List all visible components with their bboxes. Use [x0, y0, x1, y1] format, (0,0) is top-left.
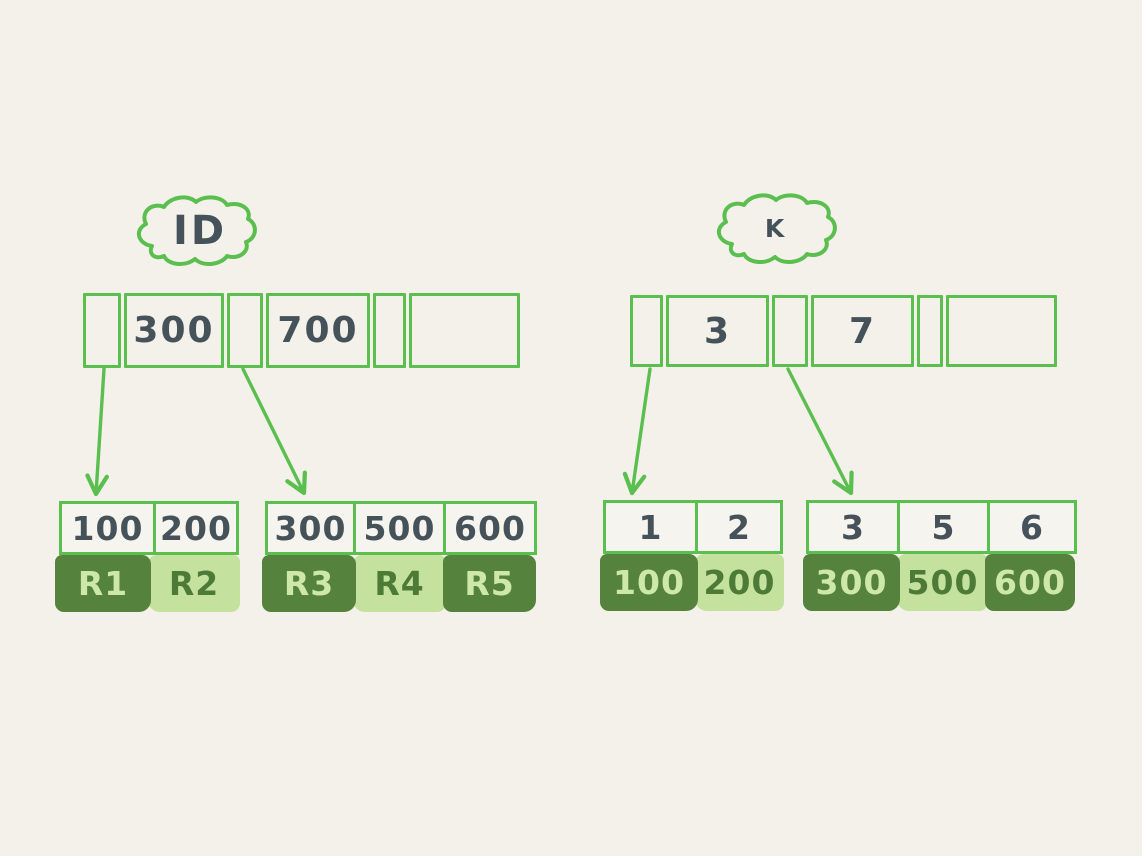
root-cell: [409, 293, 520, 368]
leaf-key-cell: 500: [356, 504, 446, 552]
value-block: 200: [695, 554, 784, 611]
root-cell: [946, 295, 1057, 367]
left-root-node: 300 700: [83, 293, 520, 368]
left-record-row-1: R1 R2: [55, 555, 240, 612]
arrow-left-root-to-leaf1: [85, 367, 109, 497]
leaf-key-cell: 300: [268, 504, 356, 552]
root-cell: 3: [666, 295, 769, 367]
leaf-key-cell: 1: [606, 503, 698, 551]
root-cell: 300: [124, 293, 224, 368]
record-block: R4: [353, 555, 446, 612]
value-block: 600: [985, 554, 1075, 611]
leaf-key-cell: 100: [62, 504, 156, 552]
value-block: 100: [600, 554, 698, 611]
leaf-key-cell: 200: [160, 508, 232, 548]
left-leaf-node-2: 300 500 600: [265, 501, 537, 555]
leaf-key-cell: 600: [454, 508, 526, 548]
root-cell: 700: [266, 293, 370, 368]
right-value-row-2: 300 500 600: [803, 554, 1075, 611]
arrow-right-root-to-leaf2: [786, 367, 854, 496]
root-cell: [373, 293, 406, 368]
right-value-row-1: 100 200: [600, 554, 784, 611]
right-leaf-node-1: 1 2: [603, 500, 783, 554]
root-cell: [772, 295, 808, 367]
root-cell: 7: [811, 295, 914, 367]
right-leaf-node-2: 3 5 6: [806, 500, 1077, 554]
root-cell: [227, 293, 263, 368]
leaf-key-cell: 5: [900, 503, 990, 551]
id-cloud-label: ID: [172, 208, 228, 254]
record-block: R2: [148, 555, 240, 612]
leaf-key-cell: 6: [1020, 507, 1044, 547]
arrow-right-root-to-leaf1: [622, 367, 652, 496]
record-block: R3: [262, 555, 356, 612]
leaf-key-cell: 3: [809, 503, 900, 551]
k-cloud-label: K: [764, 214, 786, 243]
record-block: R5: [443, 555, 536, 612]
root-cell: [83, 293, 121, 368]
right-root-node: 3 7: [630, 295, 1057, 367]
left-record-row-2: R3 R4 R5: [262, 555, 536, 612]
root-cell: [917, 295, 943, 367]
value-block: 300: [803, 554, 900, 611]
record-block: R1: [55, 555, 151, 612]
arrow-left-root-to-leaf2: [241, 367, 307, 496]
value-block: 500: [897, 554, 988, 611]
leaf-key-cell: 2: [727, 507, 751, 547]
left-leaf-node-1: 100 200: [59, 501, 239, 555]
root-cell: [630, 295, 663, 367]
